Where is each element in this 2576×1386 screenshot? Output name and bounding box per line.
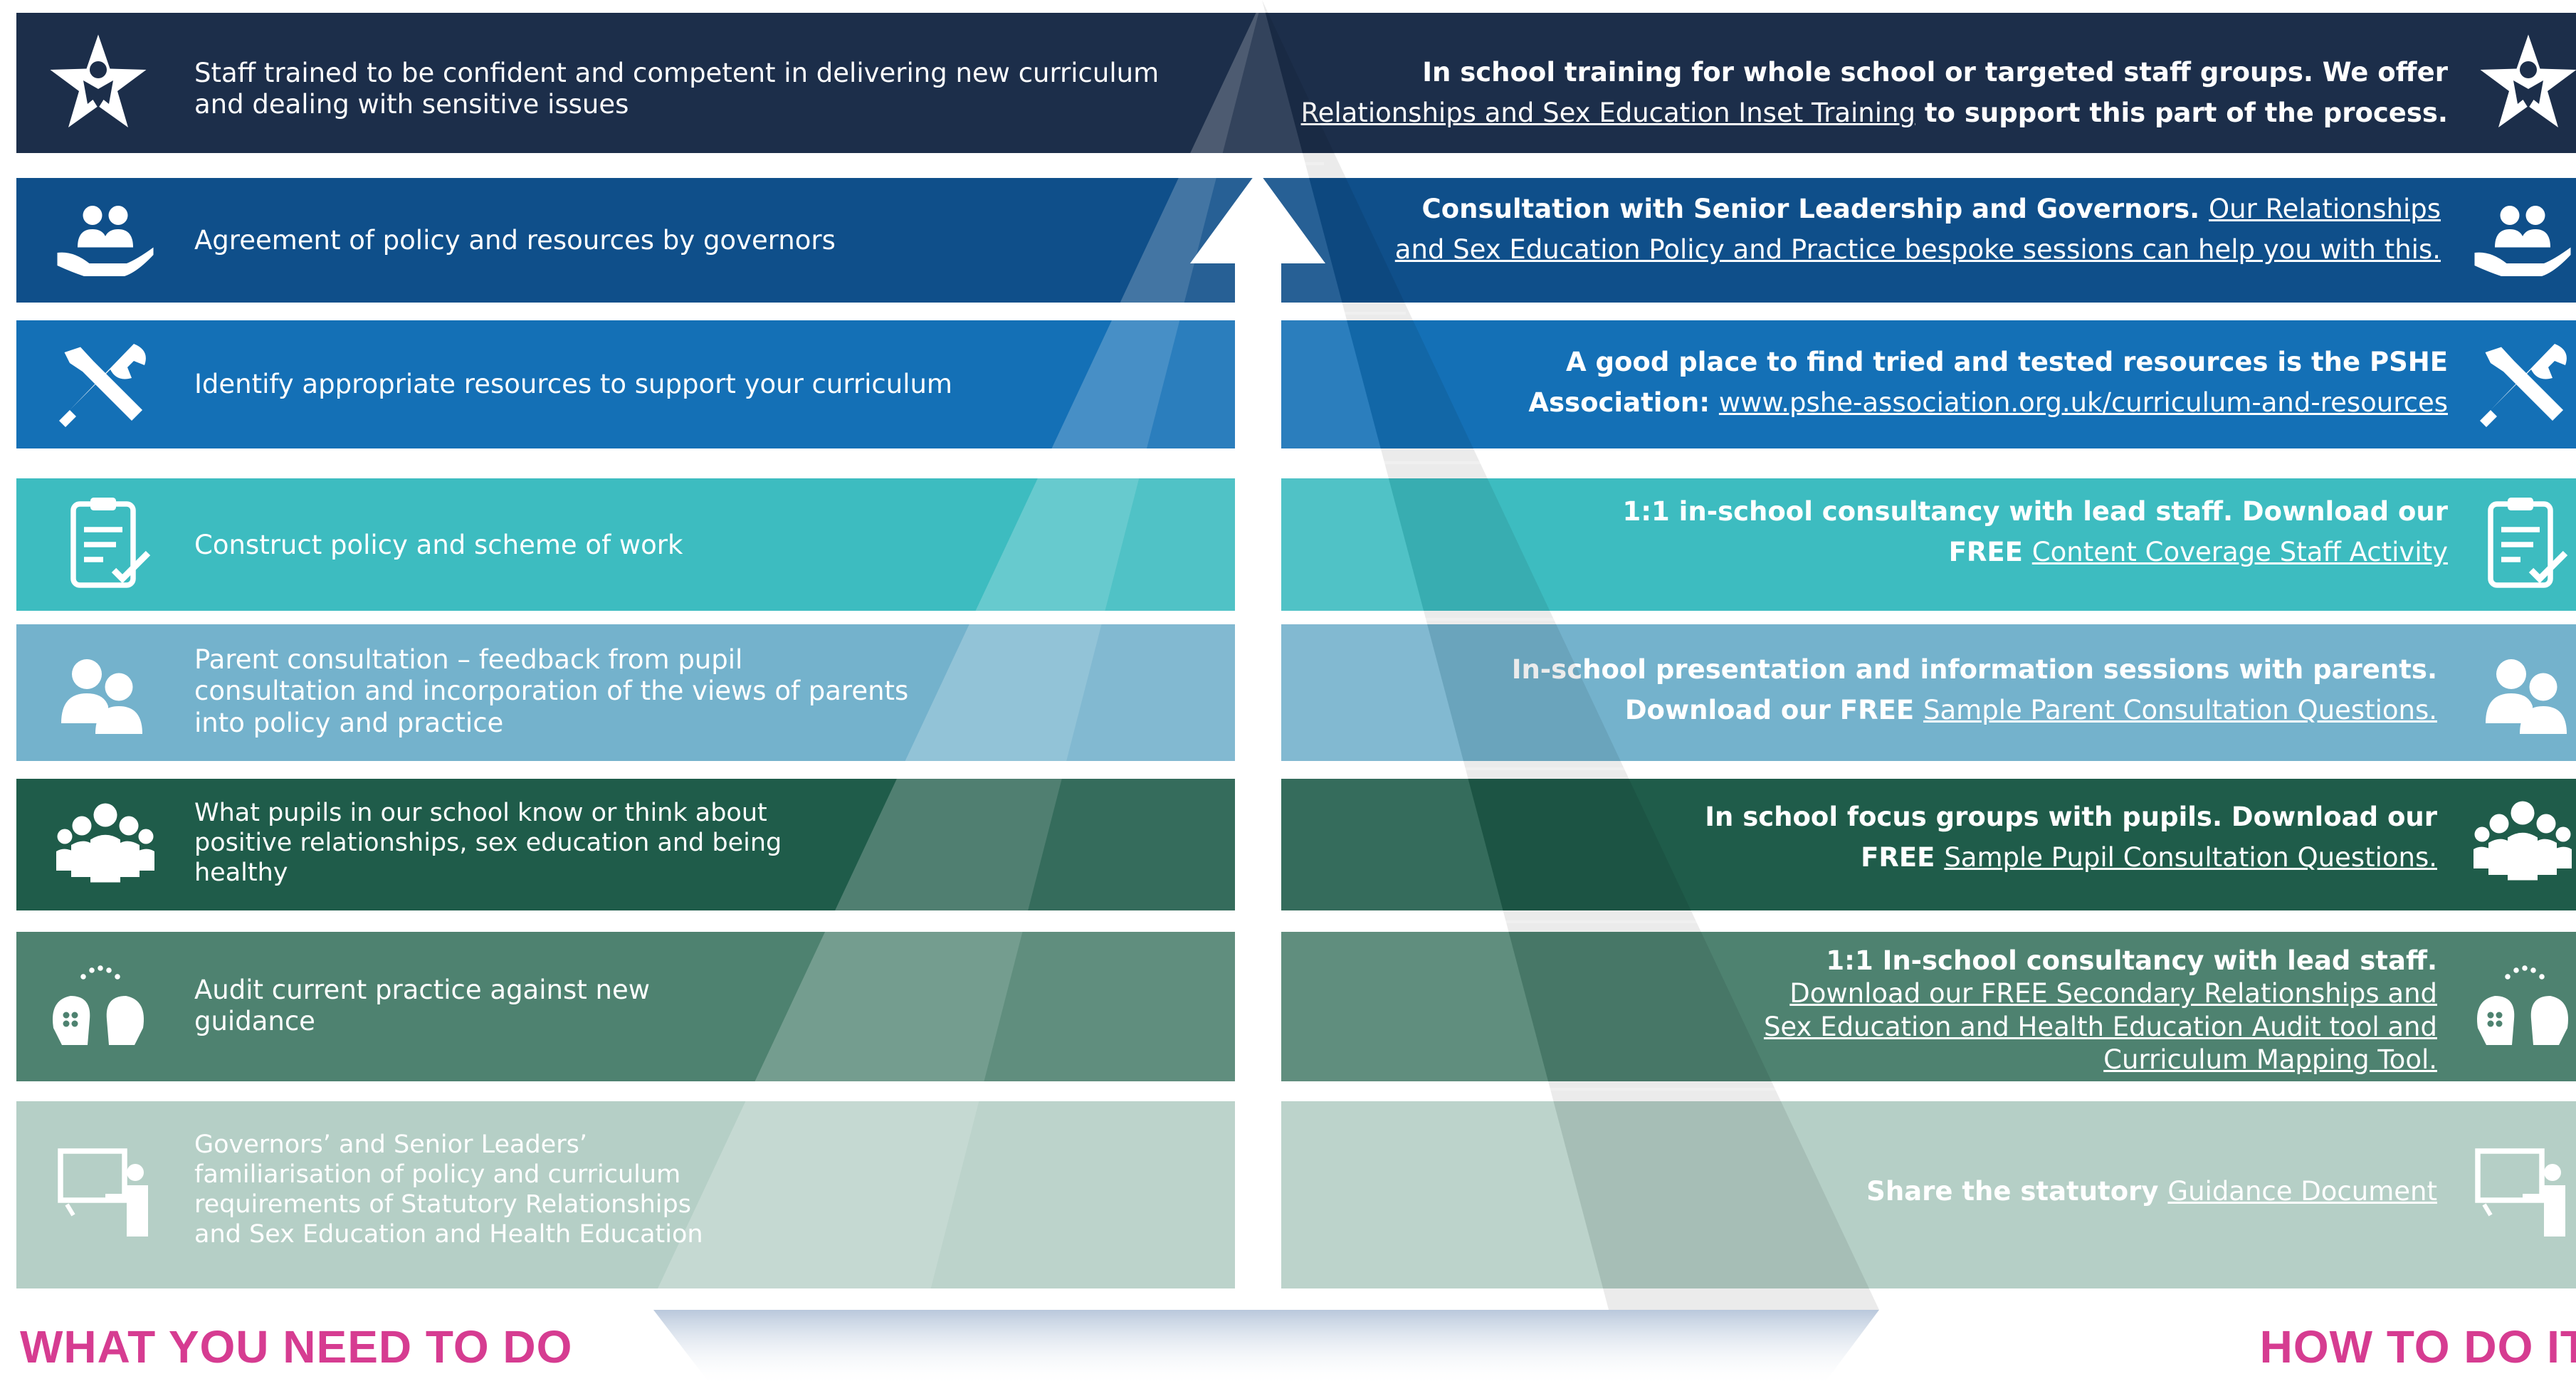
- group-icon: [52, 792, 159, 898]
- band-pupil-views: What pupils in our school know or think …: [16, 779, 2576, 910]
- row-1-right-text: In school training for whole school or t…: [1301, 52, 2448, 134]
- resource-link[interactable]: Curriculum Mapping Tool.: [2103, 1044, 2437, 1075]
- thinking-heads-icon: [45, 953, 152, 1060]
- row-4-right-text: 1:1 in-school consultancy with lead staf…: [1623, 491, 2448, 573]
- row-7-right-text: 1:1 In-school consultancy with lead staf…: [1764, 945, 2437, 1076]
- right-text-line: Download our FREE Secondary Relationship…: [1764, 977, 2437, 1010]
- band-familiarisation: Governors’ and Senior Leaders’ familiari…: [16, 1101, 2576, 1288]
- teacher-board-icon: [52, 1140, 159, 1247]
- row-1-left-text: Staff trained to be confident and compet…: [194, 58, 1160, 120]
- band-governors-agreement: Agreement of policy and resources by gov…: [16, 178, 2576, 303]
- row-8-left-text: Governors’ and Senior Leaders’ familiari…: [194, 1130, 703, 1249]
- people-in-hand-icon: [52, 189, 159, 295]
- teacher-board-icon: [2469, 1140, 2576, 1247]
- tools-icon: [2469, 331, 2576, 438]
- right-text-segment: Download our FREE: [1624, 695, 1924, 726]
- row-5-left-text: Parent consultation – feedback from pupi…: [194, 644, 909, 738]
- resource-link[interactable]: Our Relationships: [2209, 194, 2441, 224]
- right-text-line: Consultation with Senior Leadership and …: [1395, 189, 2441, 229]
- resource-link[interactable]: Sex Education and Health Education Audit…: [1763, 1011, 2437, 1042]
- row-6-right-text: In school focus groups with pupils. Down…: [1705, 797, 2437, 878]
- row-8-right-text: Share the statutory Guidance Document: [1866, 1171, 2437, 1212]
- thinking-heads-icon: [2469, 953, 2576, 1060]
- band-parent-consultation: Parent consultation – feedback from pupi…: [16, 624, 2576, 761]
- star-person-icon: [45, 29, 152, 136]
- group-icon: [2469, 789, 2576, 896]
- star-person-icon: [2475, 29, 2576, 136]
- right-text-line: A good place to find tried and tested re…: [1528, 342, 2448, 382]
- right-text-line: FREE Content Coverage Staff Activity: [1623, 532, 2448, 572]
- right-text-segment: Association:: [1528, 387, 1719, 419]
- resource-link[interactable]: Download our FREE Secondary Relationship…: [1789, 978, 2437, 1009]
- right-text-segment: 1:1 in-school consultancy with lead staf…: [1622, 496, 2448, 527]
- row-2-right-text: Consultation with Senior Leadership and …: [1395, 189, 2441, 271]
- right-text-segment: Share the statutory: [1866, 1176, 2168, 1207]
- right-text-segment: In-school presentation and information s…: [1511, 654, 2437, 685]
- right-text-line: Association: www.pshe-association.org.uk…: [1528, 382, 2448, 423]
- right-text-segment: FREE: [1948, 537, 2032, 568]
- band-staff-training: Staff trained to be confident and compet…: [16, 13, 2576, 153]
- row-2-left-text: Agreement of policy and resources by gov…: [194, 225, 836, 256]
- right-text-line: Relationships and Sex Education Inset Tr…: [1301, 93, 2448, 133]
- resource-link[interactable]: www.pshe-association.org.uk/curriculum-a…: [1718, 387, 2448, 419]
- resource-link[interactable]: Relationships and Sex Education Inset Tr…: [1300, 98, 1915, 129]
- right-text-segment: Consultation with Senior Leadership and …: [1421, 194, 2209, 224]
- band-audit-practice: Audit current practice against new guida…: [16, 932, 2576, 1081]
- resource-link[interactable]: Guidance Document: [2167, 1176, 2437, 1207]
- right-text-segment: A good place to find tried and tested re…: [1566, 347, 2448, 377]
- right-text-segment: In school focus groups with pupils. Down…: [1705, 802, 2437, 832]
- tools-icon: [48, 331, 155, 438]
- resource-link[interactable]: Sample Pupil Consultation Questions.: [1944, 842, 2437, 873]
- footer-right-title: HOW TO DO IT: [2259, 1321, 2576, 1372]
- people-in-hand-icon: [2469, 189, 2576, 295]
- clipboard-check-icon: [52, 491, 159, 598]
- right-text-line: In school training for whole school or t…: [1301, 52, 2448, 93]
- two-people-icon: [2473, 640, 2576, 747]
- right-text-line: In school focus groups with pupils. Down…: [1705, 797, 2437, 837]
- row-3-right-text: A good place to find tried and tested re…: [1528, 342, 2448, 424]
- right-text-segment: 1:1 In-school consultancy with lead staf…: [1826, 945, 2437, 976]
- clipboard-check-icon: [2469, 491, 2576, 598]
- two-people-icon: [48, 640, 155, 747]
- right-text-line: 1:1 In-school consultancy with lead staf…: [1764, 945, 2437, 977]
- right-text-line: Share the statutory Guidance Document: [1866, 1171, 2437, 1212]
- band-construct-policy: Construct policy and scheme of work 1:1 …: [16, 478, 2576, 611]
- row-6-left-text: What pupils in our school know or think …: [194, 799, 782, 887]
- right-text-line: Download our FREE Sample Parent Consulta…: [1512, 690, 2437, 730]
- right-text-line: Curriculum Mapping Tool.: [1764, 1044, 2437, 1076]
- band-identify-resources: Identify appropriate resources to suppor…: [16, 320, 2576, 448]
- footer-left-title: WHAT YOU NEED TO DO: [20, 1321, 573, 1372]
- right-text-line: Sex Education and Health Education Audit…: [1764, 1011, 2437, 1044]
- resource-link[interactable]: and Sex Education Policy and Practice be…: [1394, 234, 2441, 266]
- right-text-line: FREE Sample Pupil Consultation Questions…: [1705, 837, 2437, 878]
- row-4-left-text: Construct policy and scheme of work: [194, 530, 683, 560]
- right-text-segment: In school training for whole school or t…: [1422, 57, 2448, 88]
- right-text-line: In-school presentation and information s…: [1512, 649, 2437, 690]
- pyramid-shadow: [653, 1310, 1879, 1386]
- right-text-line: and Sex Education Policy and Practice be…: [1395, 229, 2441, 270]
- right-text-segment: FREE: [1861, 842, 1945, 873]
- row-5-right-text: In-school presentation and information s…: [1512, 649, 2437, 731]
- right-text-segment: to support this part of the process.: [1915, 98, 2448, 129]
- resource-link[interactable]: Content Coverage Staff Activity: [2031, 537, 2448, 568]
- resource-link[interactable]: Sample Parent Consultation Questions.: [1923, 695, 2437, 726]
- row-7-left-text: Audit current practice against new guida…: [194, 975, 650, 1037]
- right-text-line: 1:1 in-school consultancy with lead staf…: [1623, 491, 2448, 532]
- row-3-left-text: Identify appropriate resources to suppor…: [194, 369, 952, 399]
